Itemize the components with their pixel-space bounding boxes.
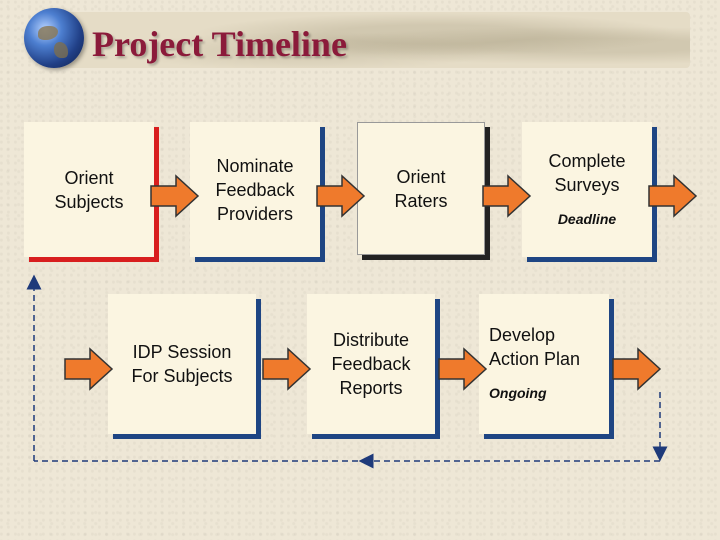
step-label: IDP Session For Subjects	[131, 342, 233, 386]
arrow-right-icon	[438, 347, 488, 391]
arrow-right-icon	[612, 347, 662, 391]
step-nominate-feedback-providers: Nominate Feedback Providers	[190, 122, 320, 257]
step-label: Distribute Feedback Reports	[331, 330, 411, 398]
globe-icon	[24, 8, 84, 68]
step-develop-action-plan: Develop Action Plan Ongoing	[479, 294, 609, 434]
step-complete-surveys: Complete Surveys Deadline	[522, 122, 652, 257]
step-note: Ongoing	[489, 385, 547, 401]
step-orient-subjects: Orient Subjects	[24, 122, 154, 257]
step-idp-session: IDP Session For Subjects	[108, 294, 256, 434]
step-distribute-feedback-reports: Distribute Feedback Reports	[307, 294, 435, 434]
arrow-right-icon	[64, 347, 114, 391]
step-label: Nominate Feedback Providers	[215, 155, 295, 224]
step-label: Develop Action Plan	[489, 325, 581, 369]
step-label: Complete Surveys	[548, 150, 626, 195]
title-banner	[55, 12, 690, 68]
step-note: Deadline	[557, 210, 617, 227]
arrow-right-icon	[150, 174, 200, 218]
arrow-right-icon	[482, 174, 532, 218]
step-label: Orient Raters	[394, 166, 448, 211]
step-label: Orient Subjects	[54, 167, 124, 212]
arrow-right-icon	[648, 174, 698, 218]
page-title: Project Timeline	[92, 24, 347, 64]
arrow-right-icon	[262, 347, 312, 391]
arrow-right-icon	[316, 174, 366, 218]
step-orient-raters: Orient Raters	[357, 122, 485, 255]
